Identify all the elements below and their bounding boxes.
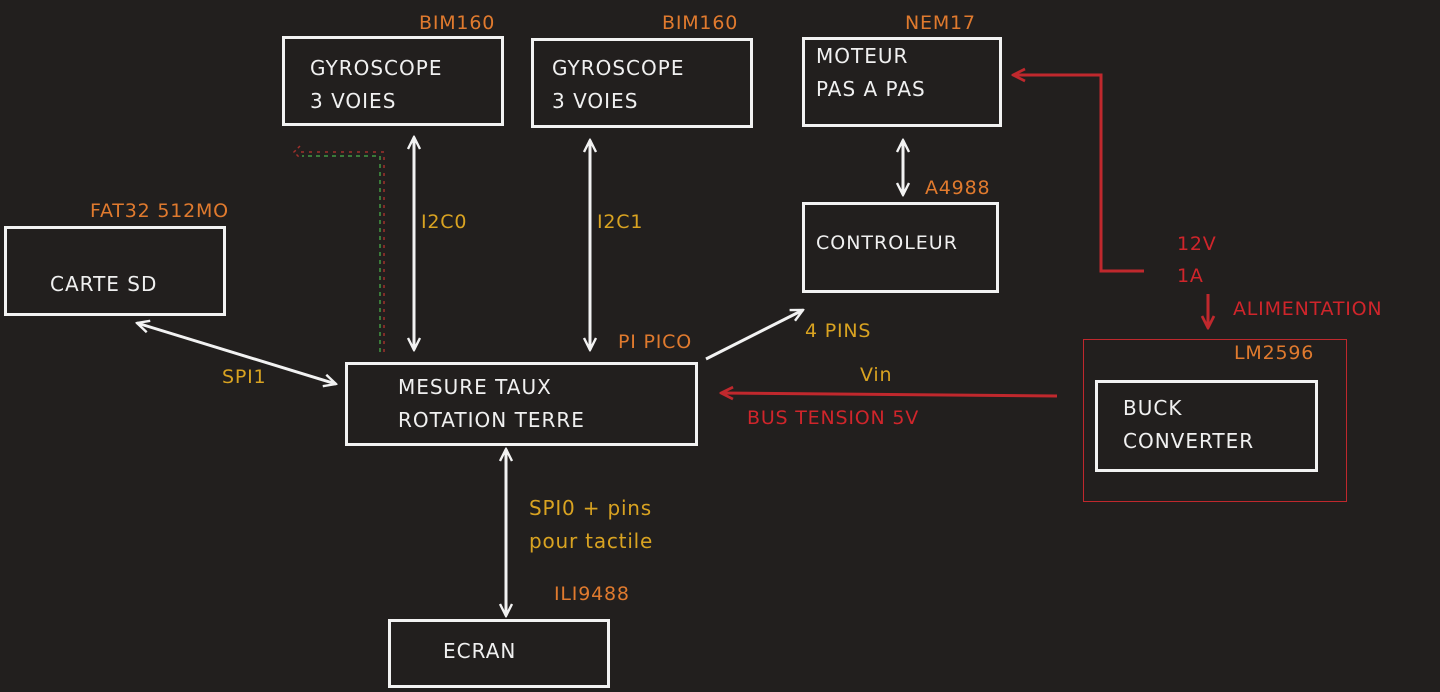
spi1-arrow <box>137 323 336 384</box>
sd-card-box <box>4 226 226 316</box>
supply-voltage-label: 12V <box>1177 233 1217 255</box>
gyroscope-1-label: GYROSCOPE <box>552 56 685 80</box>
dashed-trace <box>292 145 385 352</box>
motor-part: NEM17 <box>905 12 976 34</box>
i2c0-label: I2C0 <box>421 211 468 233</box>
motor-box <box>802 37 1002 127</box>
gyroscope-0-label: GYROSCOPE <box>310 56 443 80</box>
motor-label: MOTEUR <box>816 44 909 68</box>
screen-label: ECRAN <box>443 639 517 663</box>
main-sublabel: ROTATION TERRE <box>398 408 585 432</box>
sd-card-label: CARTE SD <box>50 272 158 296</box>
controller-box <box>802 202 999 293</box>
supply-to-motor-line <box>1013 75 1144 273</box>
sd-card-part: FAT32 512MO <box>90 200 229 222</box>
buck-sublabel: CONVERTER <box>1123 429 1255 453</box>
bus-5v-label: BUS TENSION 5V <box>747 407 920 429</box>
motor-sublabel: PAS A PAS <box>816 77 926 101</box>
gyroscope-1-part: BIM160 <box>662 12 739 34</box>
spi0-sublabel: pour tactile <box>529 529 654 553</box>
vin-label: Vin <box>860 364 893 386</box>
buck-label: BUCK <box>1123 396 1183 420</box>
gyroscope-0-part: BIM160 <box>419 12 496 34</box>
buck-part: LM2596 <box>1234 342 1315 364</box>
controller-label: CONTROLEUR <box>816 232 958 254</box>
i2c1-label: I2C1 <box>597 211 644 233</box>
supply-current-label: 1A <box>1177 265 1204 287</box>
bus-5v-arrow <box>721 393 1058 396</box>
supply-label: ALIMENTATION <box>1233 298 1383 320</box>
buck-box <box>1095 380 1318 472</box>
gyroscope-0-sublabel: 3 VOIES <box>310 89 397 113</box>
main-part: PI PICO <box>618 331 692 353</box>
spi0-label: SPI0 + pins <box>529 496 652 520</box>
controller-pins-arrow <box>705 308 803 361</box>
screen-part: ILI9488 <box>554 583 630 605</box>
controller-part: A4988 <box>925 177 991 199</box>
gyroscope-0-box <box>282 36 504 126</box>
main-box <box>345 362 698 446</box>
spi1-label: SPI1 <box>222 366 267 388</box>
screen-box <box>388 619 610 688</box>
buck-outer-box <box>1083 339 1347 502</box>
main-label: MESURE TAUX <box>398 375 552 399</box>
controller-pins-label: 4 PINS <box>805 320 872 342</box>
gyroscope-1-sublabel: 3 VOIES <box>552 89 639 113</box>
gyroscope-1-box <box>531 38 753 128</box>
